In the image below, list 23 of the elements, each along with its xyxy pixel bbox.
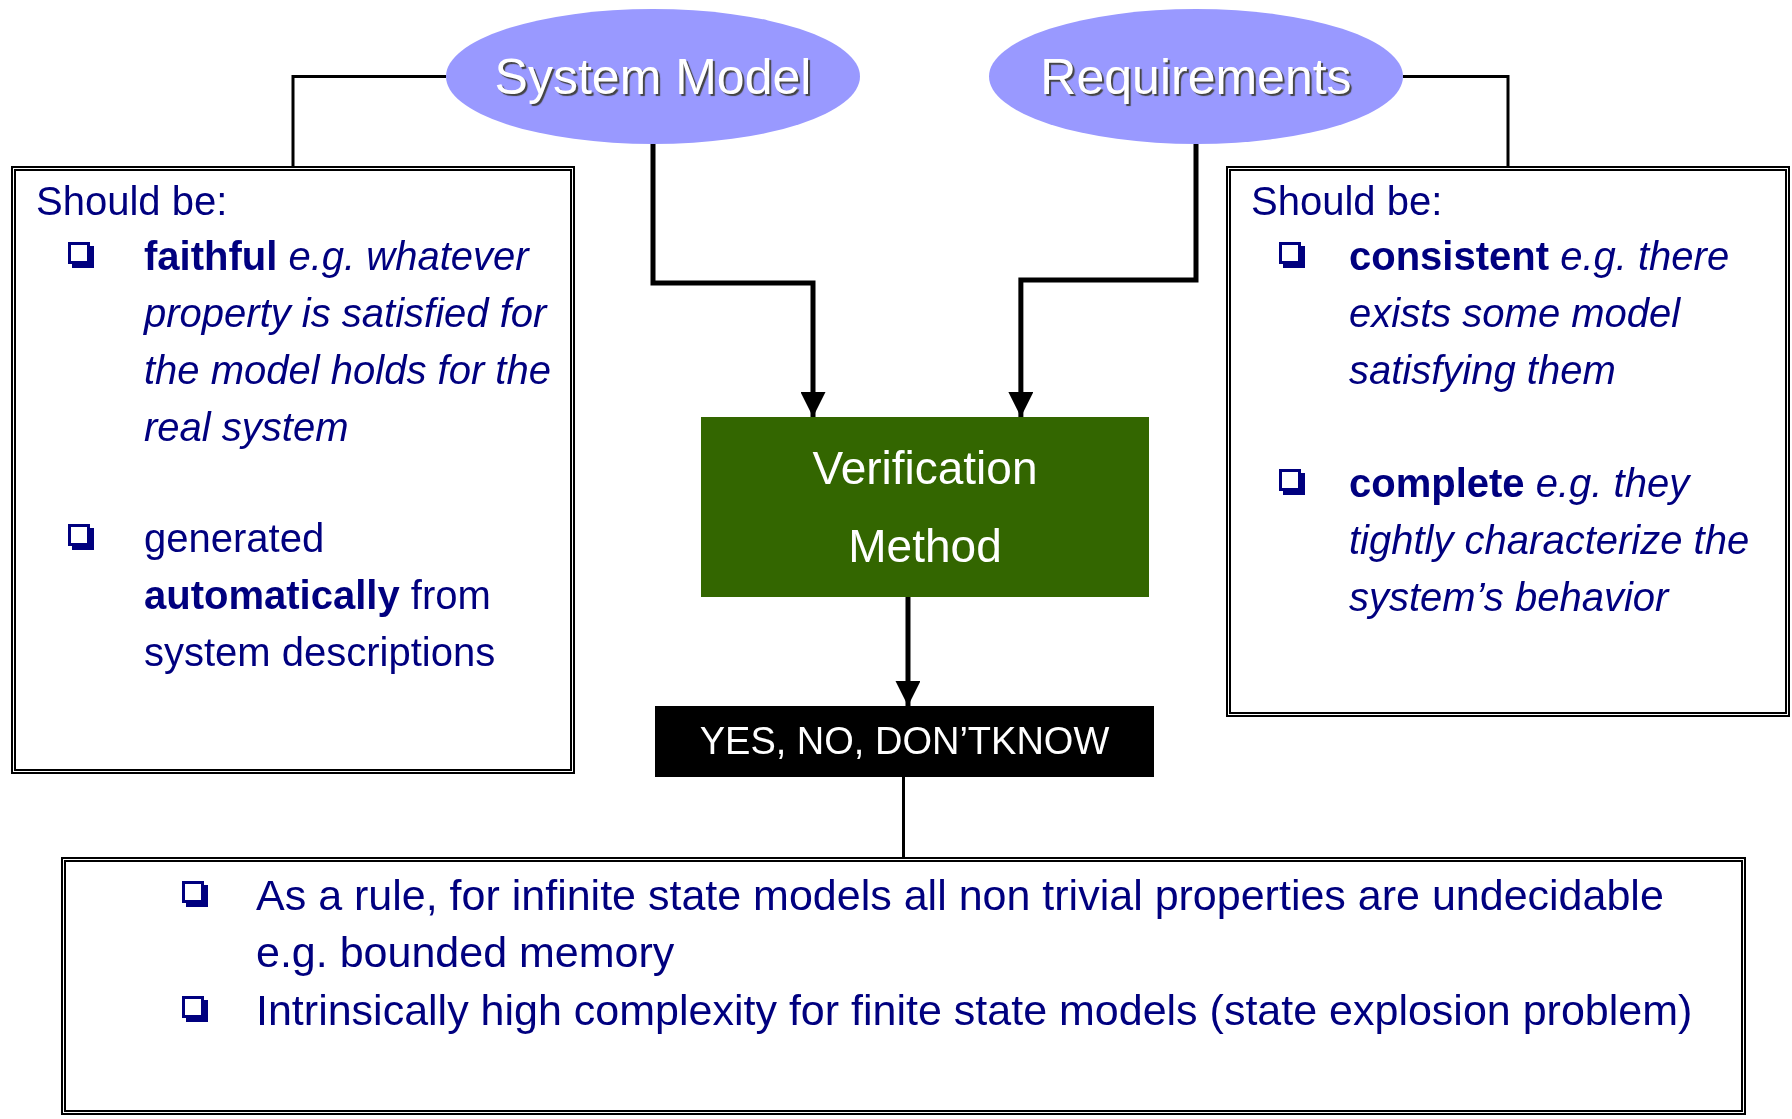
bullet-text: faithful e.g. whatever property is satisfied for the model holds for the real system <box>144 233 552 451</box>
connector-line <box>1403 75 1510 166</box>
connector-line <box>902 777 905 857</box>
result-box <box>655 706 1154 777</box>
bullet-text: Intrinsically high complexity for finite state models (state explosion problem) <box>256 985 1694 1036</box>
node-label: YES, NO, DON’TKNOW <box>699 720 1110 763</box>
arrow <box>1008 144 1199 417</box>
arrow <box>650 144 826 417</box>
node-label: Requirements <box>1039 47 1353 106</box>
heading-text: Should be: <box>36 178 228 225</box>
node-label: Verification Method <box>811 441 1039 574</box>
process-box <box>701 417 1149 597</box>
connector-line <box>291 75 446 166</box>
bullet-text: consistent e.g. there exists some model satisfying them <box>1349 233 1731 394</box>
arrow <box>895 597 921 706</box>
note-box <box>1226 166 1790 717</box>
bullet-text: complete e.g. they tightly characterize the system’s behavior <box>1349 460 1751 621</box>
bullet-text: As a rule, for infinite state models all non trivial properties are undecidable e.g. bounded memory <box>256 870 1665 978</box>
note-box <box>11 166 575 774</box>
bullet-text: generated automatically from system descriptions <box>144 515 497 676</box>
heading-text: Should be: <box>1251 178 1443 225</box>
node-label: System Model <box>493 47 813 106</box>
note-box <box>61 857 1746 1115</box>
